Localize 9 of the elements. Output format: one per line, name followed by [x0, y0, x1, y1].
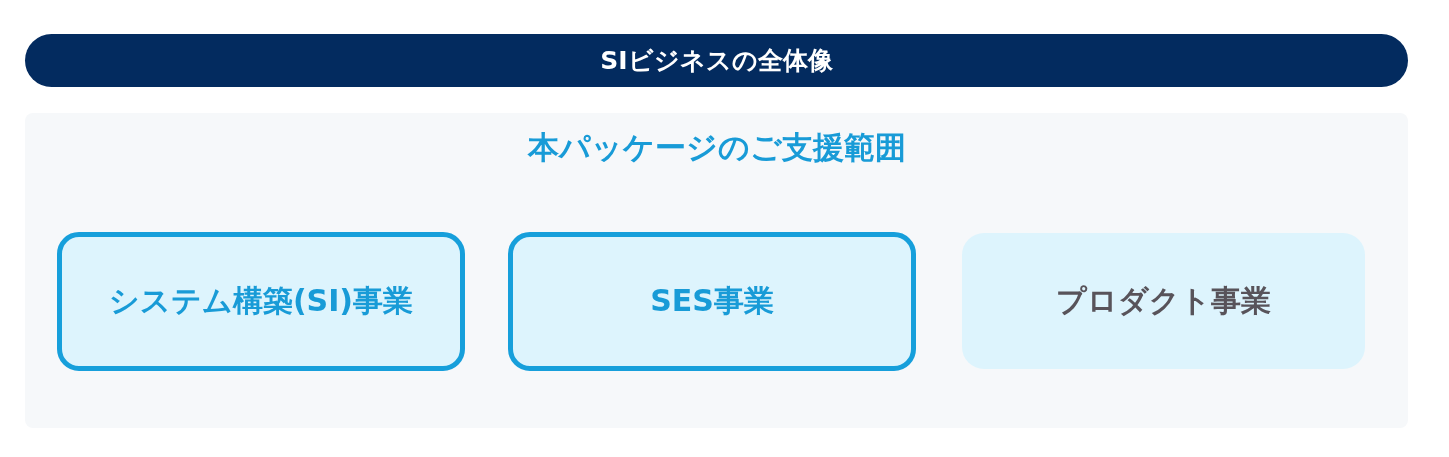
title-text: SIビジネスの全体像 [600, 45, 833, 77]
scope-panel [25, 113, 1408, 428]
panel-heading: 本パッケージのご支援範囲 [527, 129, 906, 165]
business-card [57, 232, 465, 371]
business-card [508, 232, 916, 371]
business-label: システム構築(SI)事業 [108, 282, 414, 320]
business-label: SES事業 [650, 282, 774, 320]
business-label: プロダクト事業 [1056, 281, 1271, 320]
business-card [962, 233, 1365, 369]
